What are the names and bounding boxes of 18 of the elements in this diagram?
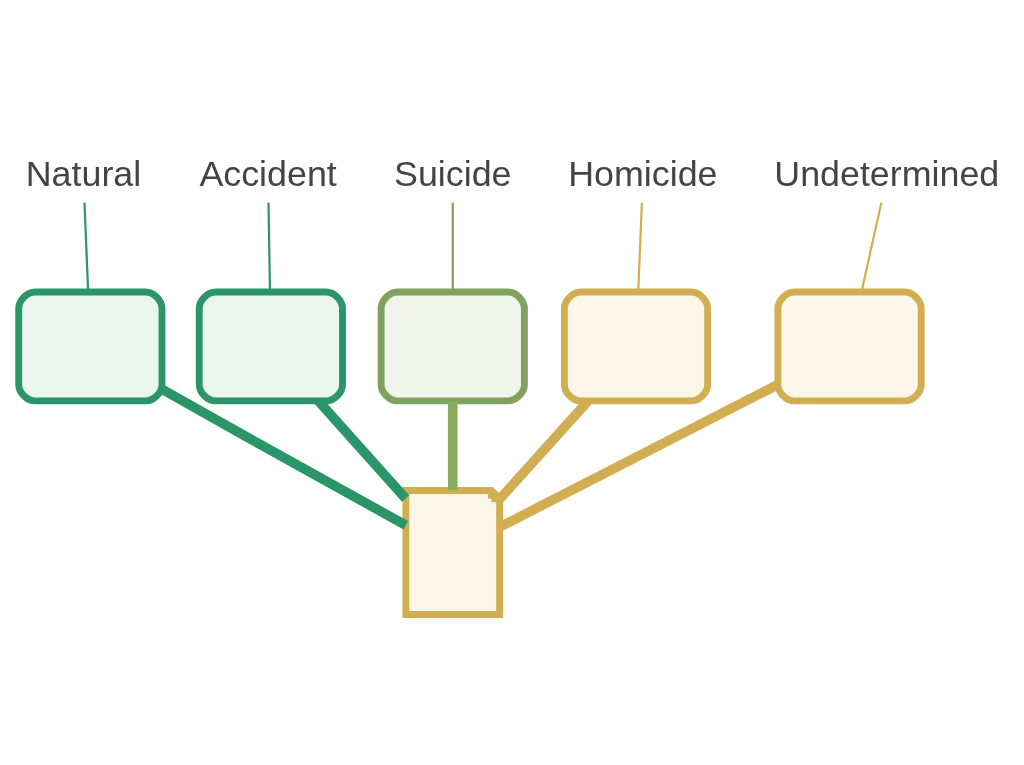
connector <box>160 384 409 529</box>
connector <box>83 202 90 292</box>
node-document <box>402 486 504 618</box>
node-box <box>774 288 925 404</box>
node-box <box>377 288 528 404</box>
connector <box>637 202 643 292</box>
node-text: Natural <box>25 153 142 194</box>
node-text: Accident <box>199 153 337 194</box>
connector <box>267 202 272 292</box>
node-box <box>560 288 712 404</box>
node-text: Suicide <box>394 153 512 194</box>
node-box <box>15 288 166 404</box>
node-text: Homicide <box>568 153 718 194</box>
node-box <box>195 288 346 404</box>
connector <box>447 400 458 490</box>
connector <box>451 202 454 292</box>
node-text: Undetermined <box>774 153 1000 194</box>
connector <box>860 201 883 292</box>
